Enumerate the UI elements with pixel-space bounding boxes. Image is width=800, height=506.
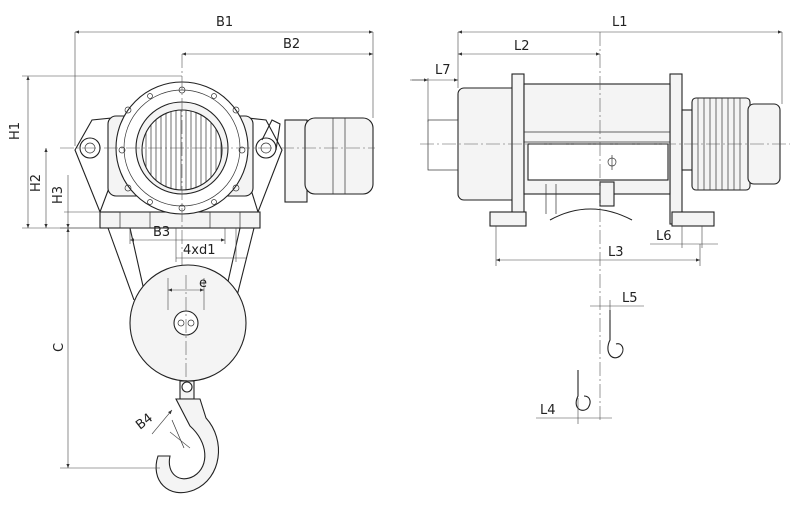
- label-e: e: [199, 276, 207, 291]
- hook: [155, 398, 220, 494]
- label-h2: H2: [29, 174, 44, 192]
- label-l6: L6: [656, 229, 672, 244]
- label-l4: L4: [540, 403, 556, 418]
- label-l1: L1: [612, 15, 628, 30]
- hook-position-upper: [607, 310, 624, 359]
- label-h3: H3: [51, 186, 66, 204]
- label-b3: B3: [153, 225, 170, 240]
- front-view: B1 B2 H1 H2 H3 B3 4xd1 e C: [8, 15, 375, 494]
- gear-box: [284, 119, 308, 203]
- label-h1: H1: [8, 122, 23, 140]
- label-c: C: [52, 343, 67, 352]
- label-l7: L7: [435, 63, 451, 78]
- label-l5: L5: [622, 291, 638, 306]
- label-holes: 4xd1: [183, 243, 216, 258]
- label-b4: B4: [133, 411, 156, 433]
- motor: [304, 117, 374, 195]
- label-b1: B1: [216, 15, 233, 30]
- label-l3: L3: [608, 245, 624, 260]
- label-l2: L2: [514, 39, 530, 54]
- label-b2: B2: [283, 37, 300, 52]
- side-view: L1 L2 L7 L6 L3 L5 L4: [410, 15, 790, 424]
- hook-position-lower: [575, 370, 591, 411]
